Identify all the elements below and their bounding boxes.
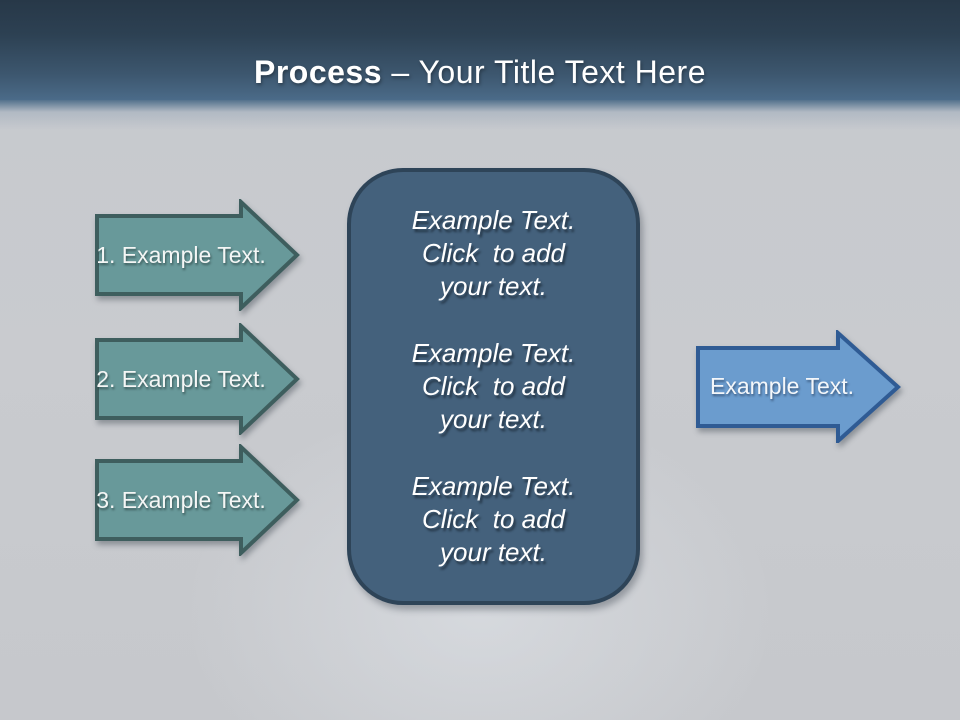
- step-arrow-1-label: 1. Example Text.: [96, 241, 266, 268]
- title-band: [0, 0, 960, 100]
- step-arrow-3[interactable]: 3. Example Text.: [94, 444, 300, 556]
- output-arrow-label: Example Text.: [709, 373, 855, 399]
- panel-paragraph-2: Example Text. Click to add your text.: [411, 338, 576, 434]
- slide-title-subtitle: – Your Title Text Here: [391, 54, 706, 90]
- step-arrow-2-label: 2. Example Text.: [96, 365, 266, 392]
- step-arrow-3-label: 3. Example Text.: [96, 486, 266, 513]
- step-arrow-1[interactable]: 1. Example Text.: [94, 199, 300, 311]
- panel-paragraph-1: Example Text. Click to add your text.: [411, 205, 576, 301]
- right-arrow-shape-icon: [95, 444, 300, 556]
- output-arrow[interactable]: Example Text.: [695, 330, 901, 443]
- right-arrow-shape-icon: [95, 323, 300, 435]
- slide-title-keyword: Process: [253, 54, 383, 90]
- right-arrow-shape-icon: [696, 330, 901, 443]
- center-text-panel[interactable]: Example Text. Click to add your text. Ex…: [347, 168, 640, 605]
- panel-paragraph-3: Example Text. Click to add your text.: [411, 471, 576, 567]
- right-arrow-shape-icon: [95, 199, 300, 311]
- title-band-fade: [0, 100, 960, 130]
- step-arrow-2[interactable]: 2. Example Text.: [94, 323, 300, 435]
- slide-title: Process – Your Title Text Here: [0, 54, 960, 91]
